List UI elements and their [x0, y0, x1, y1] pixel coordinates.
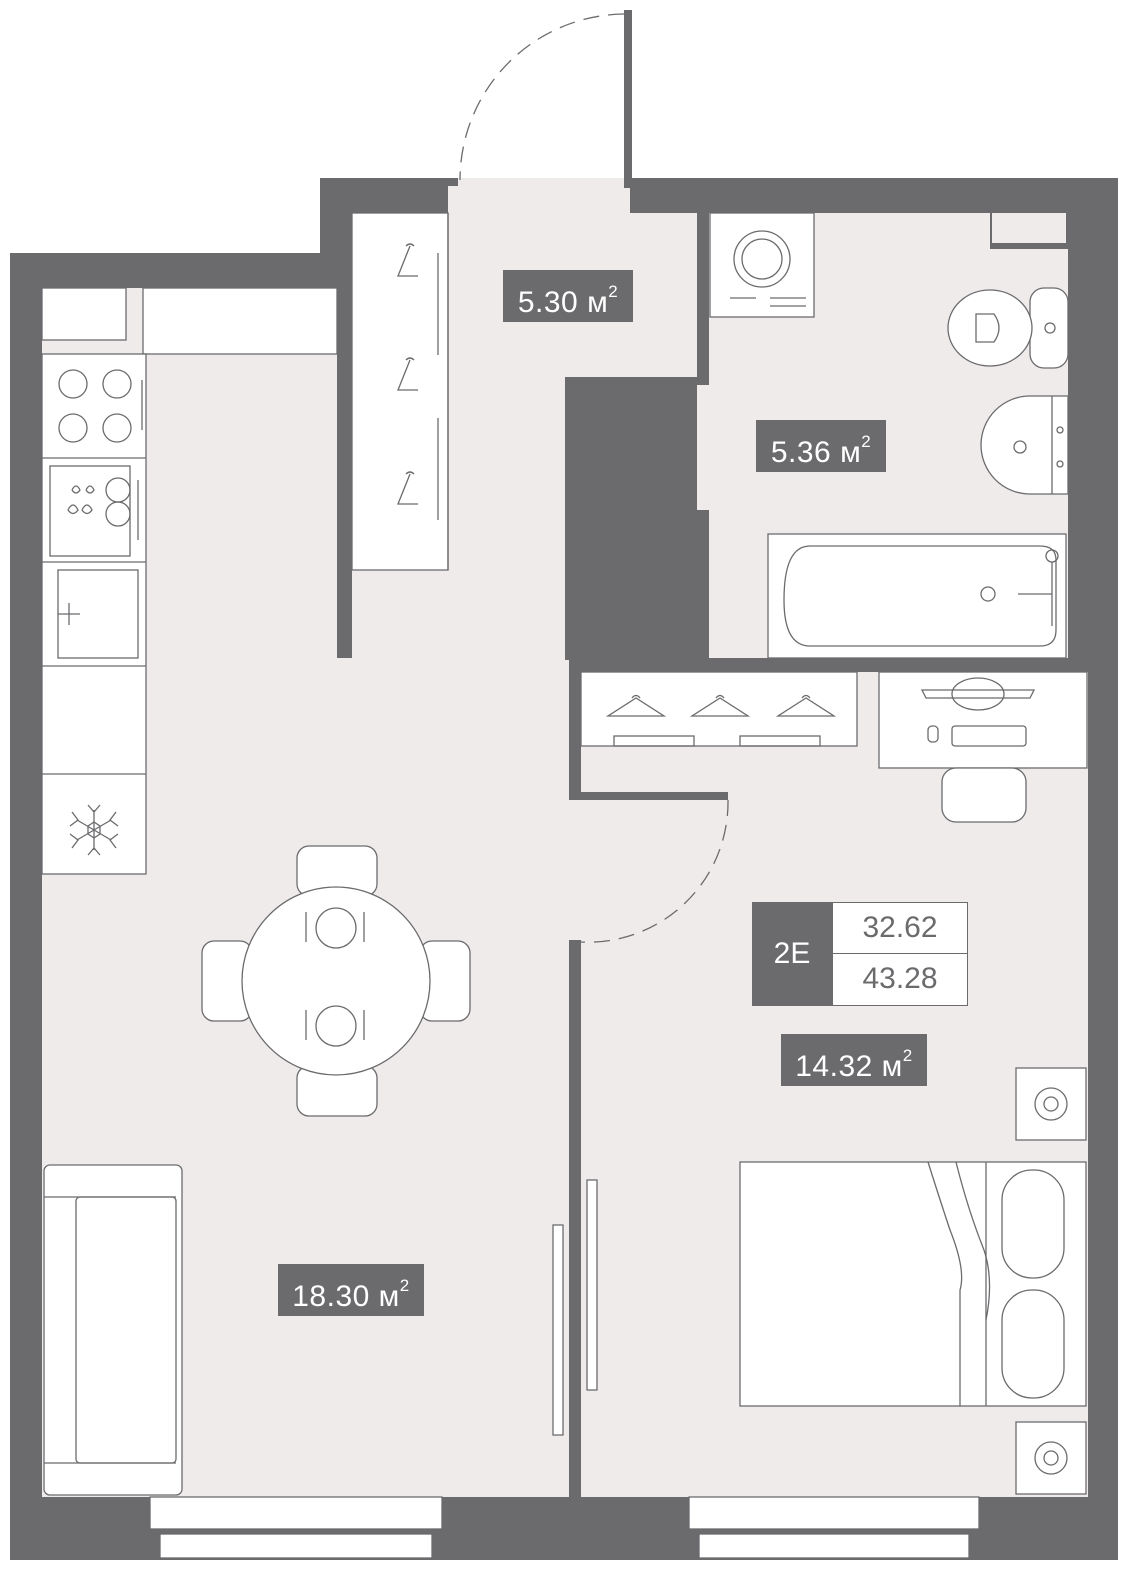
hallway-wardrobe [351, 212, 449, 571]
bedroom-area-sup: 2 [902, 1046, 913, 1065]
sink-kitchen-icon [57, 569, 139, 659]
living-area-total: 32.62 [832, 902, 968, 954]
apartment-type: 2E [752, 902, 832, 1006]
interior-walls [337, 213, 1089, 1497]
entrance-door [458, 10, 632, 188]
bedroom-area-unit: м [881, 1050, 903, 1083]
hallway-area-sup: 2 [608, 282, 619, 301]
bathroom-door-swing [566, 384, 698, 513]
oven-icon [49, 465, 139, 557]
toilet-icon [947, 287, 1069, 369]
hallway-area-unit: м [587, 286, 609, 319]
stove-icon [58, 369, 143, 443]
hallway-area-value: 5.30 [517, 286, 579, 319]
living-area-unit: м [378, 1280, 400, 1313]
bedroom-area-label: 14.32 м2 [781, 1034, 927, 1086]
desk-icon [878, 671, 1088, 823]
socket-icon [1015, 1067, 1087, 1495]
washer-icon [709, 212, 815, 318]
bathroom-area-value: 5.36 [770, 436, 832, 469]
windows [142, 287, 980, 1559]
living-area-label: 18.30 м2 [278, 1264, 424, 1316]
bed-icon [739, 1161, 1087, 1407]
living-area-sup: 2 [399, 1276, 410, 1295]
sliding-door [552, 1179, 598, 1436]
bedroom-area-value: 14.32 [795, 1050, 873, 1083]
apartment-summary: 2E 32.62 43.28 [752, 902, 968, 1006]
table-icon [201, 845, 471, 1117]
total-area: 43.28 [832, 954, 968, 1006]
snowflake-icon [69, 804, 119, 856]
floor-living-kitchen [42, 186, 697, 1497]
bathtub-icon [767, 533, 1067, 659]
bathroom-area-sup: 2 [861, 432, 872, 451]
bathroom-area-label: 5.36 м2 [756, 420, 886, 472]
bathroom-area-unit: м [840, 436, 862, 469]
sofa-icon [43, 1164, 183, 1496]
bedroom-door-swing [580, 799, 729, 943]
bedroom-wardrobe [580, 671, 858, 747]
living-area-value: 18.30 [292, 1280, 370, 1313]
hallway-area-label: 5.30 м2 [503, 270, 633, 322]
hanger-icon [397, 243, 418, 505]
sink-icon [980, 395, 1069, 495]
